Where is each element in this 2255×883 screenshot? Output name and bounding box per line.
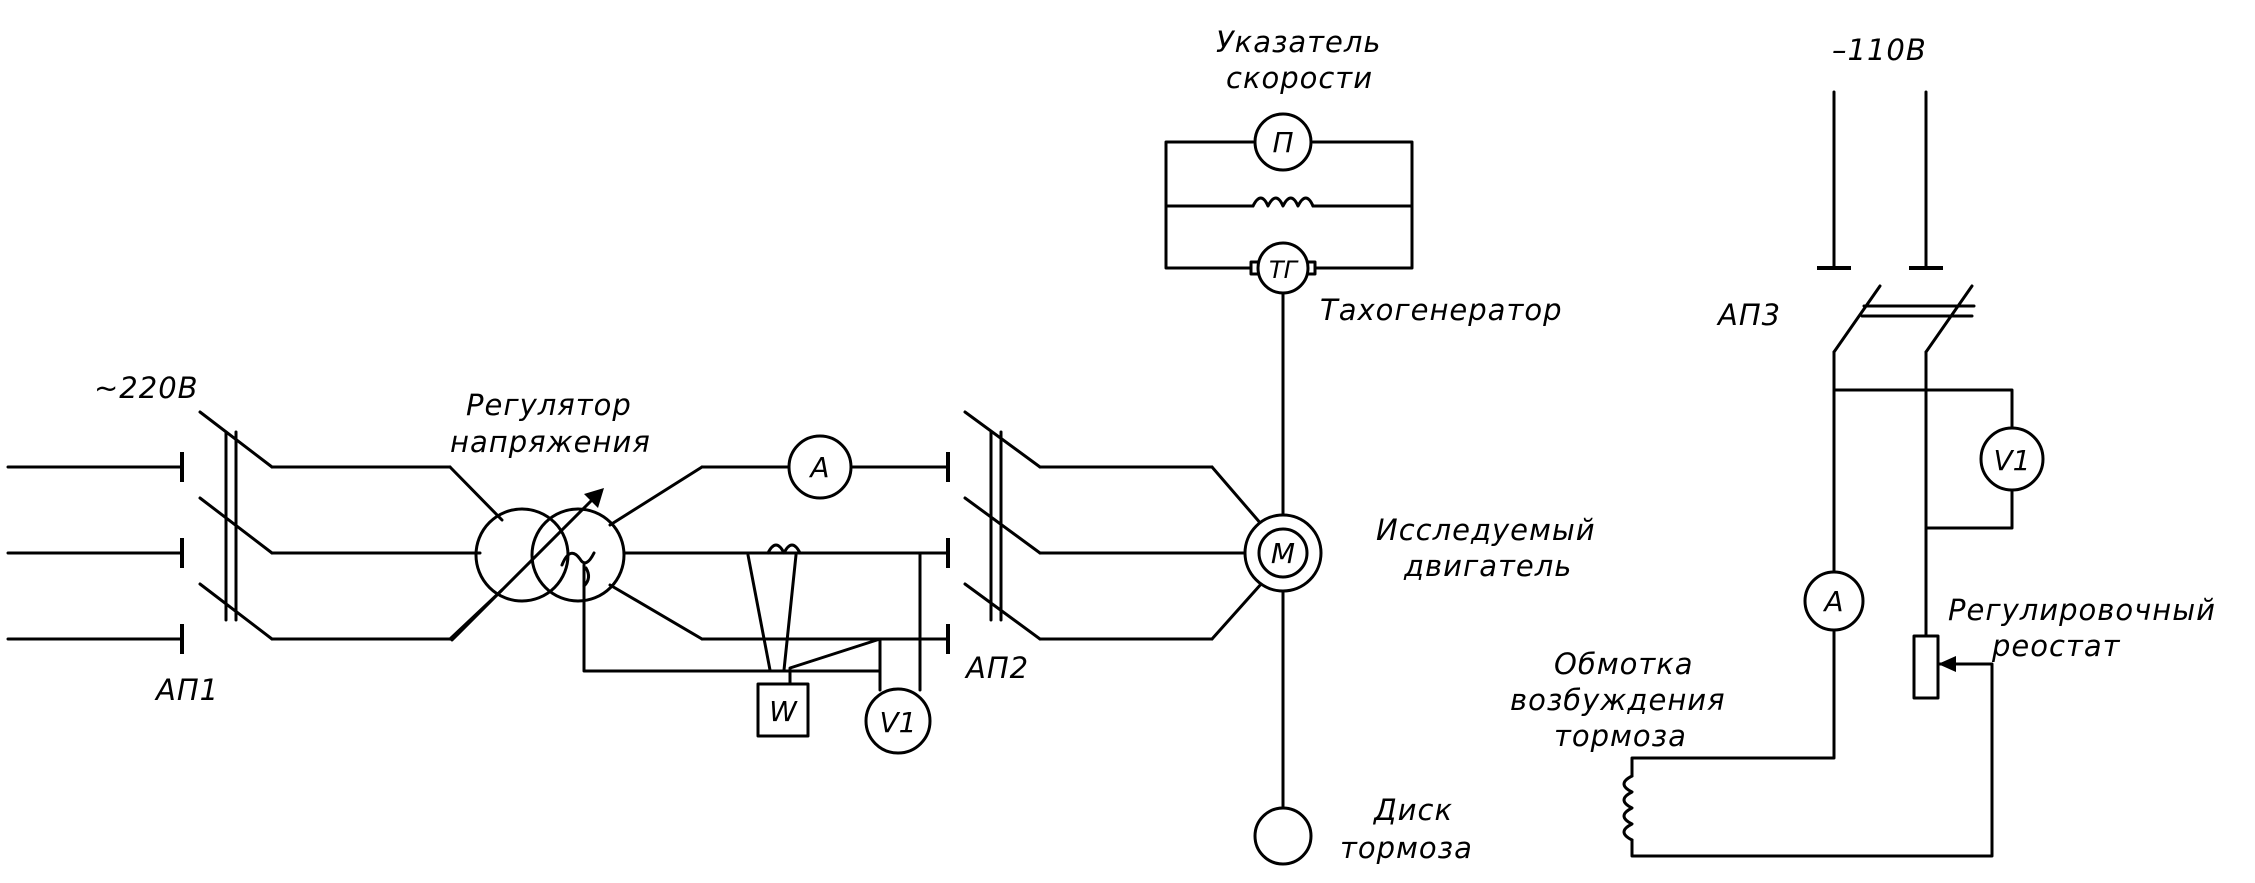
label-ap3: АП3 — [1716, 298, 1781, 332]
label-speed-indicator-1: Указатель — [1216, 25, 1382, 59]
speed-indicator-circuit: П ТГ — [1164, 112, 1414, 295]
ammeter-dc: А — [1803, 570, 1865, 632]
three-phase-input — [6, 452, 184, 654]
ammeter-ac: А — [787, 434, 853, 500]
motor: М — [1243, 513, 1323, 593]
label-motor-1: Исследуемый — [1376, 513, 1596, 547]
label-winding-2: возбуждения — [1510, 683, 1726, 717]
brake-disk — [1253, 806, 1313, 866]
label-regulator-1: Регулятор — [466, 388, 632, 422]
wattmeter-label: W — [769, 695, 798, 728]
breaker-ap2 — [946, 410, 1252, 654]
label-supply-dc: –110В — [1832, 33, 1927, 67]
label-winding-3: тормоза — [1554, 719, 1687, 753]
label-rheostat-1: Регулировочный — [1948, 593, 2216, 627]
motor-label: М — [1271, 537, 1295, 570]
brake-winding — [1622, 774, 1634, 842]
label-disk-1: Диск — [1372, 793, 1453, 827]
label-winding-1: Обмотка — [1554, 647, 1694, 681]
tachogenerator-label: ТГ — [1269, 256, 1299, 284]
label-ap2: АП2 — [964, 651, 1029, 685]
ammeter-ac-label: А — [808, 451, 829, 484]
voltmeter-dc-label: V1 — [1994, 444, 2031, 477]
label-ap1: АП1 — [154, 673, 219, 707]
label-regulator-2: напряжения — [450, 425, 651, 459]
label-supply-ac: ~220В — [94, 371, 199, 405]
voltmeter-dc: V1 — [1979, 426, 2045, 492]
label-speed-indicator-2: скорости — [1226, 61, 1373, 95]
label-motor-2: двигатель — [1403, 549, 1572, 583]
label-disk-2: тормоза — [1340, 831, 1473, 865]
rheostat — [1912, 634, 1956, 700]
ammeter-dc-label: А — [1822, 585, 1843, 618]
label-tachogenerator: Тахогенератор — [1320, 293, 1563, 327]
voltage-regulator — [448, 465, 626, 642]
wattmeter: W — [746, 543, 882, 738]
speed-indicator-label: П — [1272, 126, 1293, 159]
breaker-ap1 — [198, 410, 482, 641]
breaker-ap3 — [1832, 284, 1976, 354]
labels: ~220В АП1 Регулятор напряжения АП2 Указа… — [94, 25, 2216, 865]
dc-supply — [1817, 90, 1943, 270]
voltmeter-ac-label: V1 — [880, 706, 917, 739]
voltmeter-ac: V1 — [864, 551, 932, 755]
label-rheostat-2: реостат — [1991, 629, 2121, 663]
